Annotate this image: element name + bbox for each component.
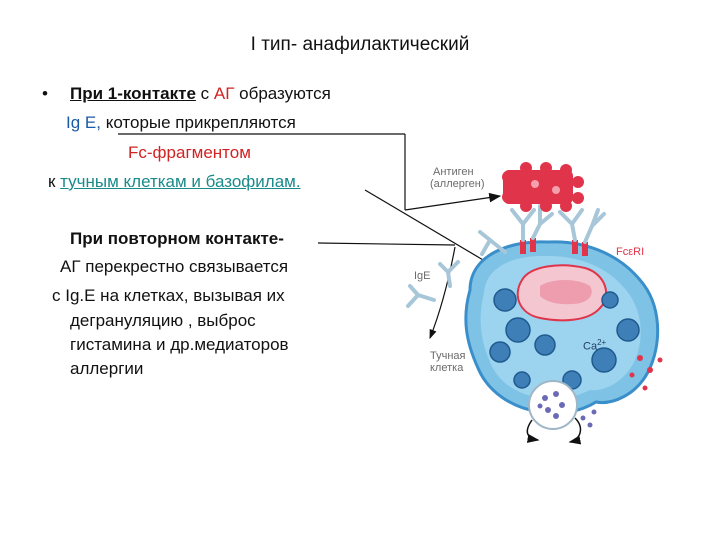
- connector-repeat: [317, 242, 456, 246]
- connector-lines: [118, 133, 502, 340]
- granule: [534, 334, 556, 356]
- slide-title: I тип- анафилактический: [250, 34, 470, 55]
- receptor: [582, 242, 588, 256]
- granule: [505, 317, 531, 343]
- antigen-abbrev: АГ: [213, 84, 235, 103]
- text-line-7: с Ig.E на клетках, вызывая их: [52, 286, 285, 305]
- antibody-floating: [406, 284, 436, 308]
- granule: [513, 371, 531, 389]
- arrow-from-basophils: [364, 189, 502, 271]
- antigen-label-line1: Антиген: [433, 166, 474, 178]
- degranulation-vesicle: [528, 380, 597, 430]
- text-line-4: к тучным клеткам и базофилам.: [48, 172, 301, 192]
- text-line-2: Ig E, которые прикрепляются: [66, 113, 296, 133]
- antibody-floating: [478, 230, 507, 256]
- antigen-shape: [502, 162, 584, 212]
- first-contact-phrase: При 1-контакте: [70, 84, 196, 103]
- arrow-to-receptor: [404, 192, 502, 211]
- ige-term: Ig E,: [66, 113, 101, 132]
- ige-label: IgE: [414, 270, 431, 282]
- text-attach: которые прикрепляются: [100, 113, 296, 132]
- nucleus-inner: [540, 280, 592, 305]
- receptor: [530, 238, 536, 252]
- text-form: образуются: [234, 84, 331, 103]
- text-line-1: При 1-контакте с АГ образуются: [70, 84, 331, 104]
- mast-cells-basophils: тучным клеткам и базофилам.: [60, 172, 301, 191]
- text-with: с: [195, 84, 214, 103]
- fceri-receptors: [520, 238, 588, 256]
- released-mediators: [629, 355, 663, 391]
- mast-cell-label-line1: Тучная: [430, 350, 466, 362]
- fc-fragment-text: Fc-фрагментом: [128, 143, 251, 162]
- arrow-curve: [429, 246, 456, 340]
- repeated-contact-heading: При повторном контакте-: [70, 229, 284, 248]
- text-line-9: гистамина и др.медиаторов: [70, 335, 289, 354]
- text-line-8: дегрануляцию , выброс: [70, 311, 256, 330]
- granule: [493, 288, 517, 312]
- text-line-10: аллергии: [70, 359, 144, 378]
- text-line-6: АГ перекрестно связывается: [60, 257, 289, 276]
- ige-antibodies: [406, 204, 606, 308]
- mast-cell-label-line2: клетка: [430, 362, 464, 374]
- antibody-floating: [438, 260, 460, 288]
- bullet-marker: •: [42, 84, 48, 103]
- receptor: [572, 240, 578, 254]
- granule: [489, 341, 511, 363]
- calcium-charge: 2+: [597, 338, 607, 347]
- granule: [591, 347, 617, 373]
- granule: [616, 318, 640, 342]
- antibody: [510, 208, 536, 242]
- fceri-label: FcεRI: [616, 246, 645, 258]
- text-to: к: [48, 172, 61, 191]
- antigen-label-line2: (аллерген): [430, 178, 485, 190]
- release-arrow-right: [568, 417, 582, 445]
- antibody: [558, 208, 584, 242]
- receptor: [520, 240, 526, 254]
- release-arrow-left: [526, 419, 540, 443]
- antibody: [531, 204, 554, 240]
- antibody: [583, 208, 606, 244]
- calcium-symbol: Ca: [583, 340, 598, 353]
- calcium-label: Ca2+: [583, 336, 606, 354]
- granule: [601, 291, 619, 309]
